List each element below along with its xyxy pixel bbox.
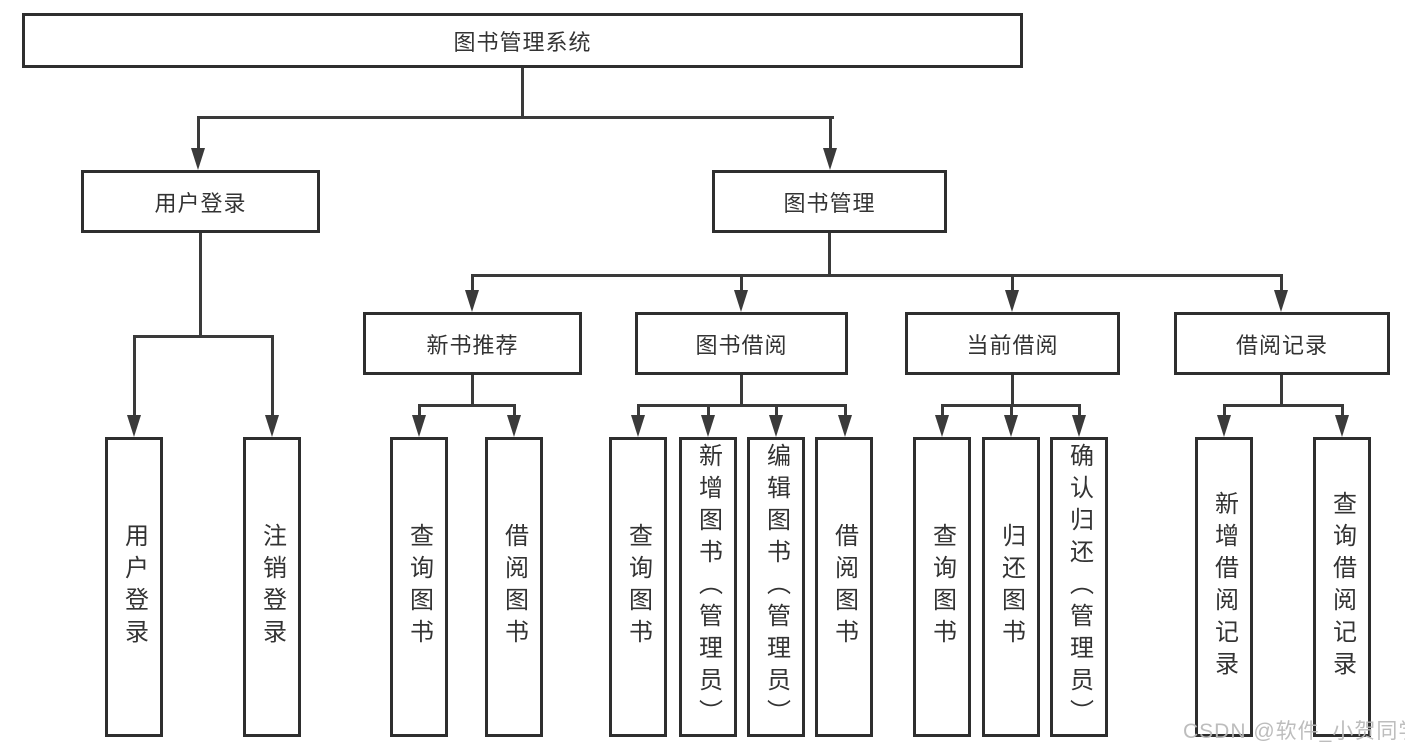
connector-line xyxy=(637,404,847,407)
arrowhead-icon xyxy=(935,415,949,437)
arrowhead-icon xyxy=(1005,290,1019,312)
connector-line xyxy=(133,335,136,417)
arrowhead-icon xyxy=(412,415,426,437)
node-label: 借阅图书 xyxy=(830,523,858,651)
connector-line xyxy=(1223,404,1344,407)
node-label: 当前借阅 xyxy=(966,332,1059,358)
leaf-add-borrow-record: 新增借阅记录 xyxy=(1195,437,1253,737)
arrowhead-icon xyxy=(1335,415,1349,437)
connector-line xyxy=(740,375,743,407)
node-borrowing-records: 借阅记录 xyxy=(1174,312,1390,375)
arrowhead-icon xyxy=(1004,415,1018,437)
arrowhead-icon xyxy=(127,415,141,437)
connector-line xyxy=(271,335,274,417)
arrowhead-icon xyxy=(769,415,783,437)
csdn-watermark: CSDN @软件_小贺同学 xyxy=(1183,720,1405,743)
leaf-borrow-books: 借阅图书 xyxy=(815,437,873,737)
leaf-query-books-borrowing: 查询图书 xyxy=(609,437,667,737)
connector-line xyxy=(1280,274,1283,292)
connector-line xyxy=(1011,375,1014,407)
arrowhead-icon xyxy=(507,415,521,437)
node-library-management-system: 图书管理系统 xyxy=(22,13,1023,68)
leaf-query-books-recommend: 查询图书 xyxy=(390,437,448,737)
connector-line xyxy=(637,404,640,417)
arrowhead-icon xyxy=(191,148,205,170)
arrowhead-icon xyxy=(838,415,852,437)
node-label: 编辑图书（管理员） xyxy=(762,443,790,731)
connector-line xyxy=(418,404,421,417)
connector-line xyxy=(1341,404,1344,417)
connector-line xyxy=(471,274,474,292)
leaf-query-borrow-record: 查询借阅记录 xyxy=(1313,437,1371,737)
node-label: 新书推荐 xyxy=(426,332,519,358)
connector-line xyxy=(1011,274,1014,292)
connector-line xyxy=(829,116,832,150)
node-label: 借阅图书 xyxy=(500,523,528,651)
leaf-confirm-return-admin: 确认归还（管理员） xyxy=(1050,437,1108,737)
arrowhead-icon xyxy=(701,415,715,437)
leaf-add-books-admin: 新增图书（管理员） xyxy=(679,437,737,737)
leaf-return-books: 归还图书 xyxy=(982,437,1040,737)
node-label: 用户登录 xyxy=(154,190,247,216)
node-user-login: 用户登录 xyxy=(81,170,320,233)
arrowhead-icon xyxy=(823,148,837,170)
node-label: 查询图书 xyxy=(928,523,956,651)
connector-line xyxy=(513,404,516,417)
connector-line xyxy=(775,404,778,417)
arrowhead-icon xyxy=(1274,290,1288,312)
arrowhead-icon xyxy=(1072,415,1086,437)
connector-line xyxy=(1280,375,1283,407)
node-label: 归还图书 xyxy=(997,523,1025,651)
connector-line xyxy=(941,404,944,417)
connector-line xyxy=(521,68,524,118)
arrowhead-icon xyxy=(734,290,748,312)
node-label: 图书管理系统 xyxy=(453,29,592,55)
leaf-edit-books-admin: 编辑图书（管理员） xyxy=(747,437,805,737)
connector-line xyxy=(1223,404,1226,417)
connector-line xyxy=(471,375,474,407)
arrowhead-icon xyxy=(1217,415,1231,437)
leaf-user-login: 用户登录 xyxy=(105,437,163,737)
arrowhead-icon xyxy=(465,290,479,312)
node-label: 确认归还（管理员） xyxy=(1065,443,1093,731)
connector-line xyxy=(1078,404,1081,417)
arrowhead-icon xyxy=(265,415,279,437)
node-label: 图书借阅 xyxy=(695,332,788,358)
node-label: 新增图书（管理员） xyxy=(694,443,722,731)
node-label: 用户登录 xyxy=(120,523,148,651)
arrowhead-icon xyxy=(631,415,645,437)
connector-line xyxy=(197,116,834,119)
connector-line xyxy=(418,404,516,407)
leaf-logout: 注销登录 xyxy=(243,437,301,737)
node-label: 新增借阅记录 xyxy=(1210,491,1238,683)
node-current-borrowing: 当前借阅 xyxy=(905,312,1120,375)
node-book-management: 图书管理 xyxy=(712,170,947,233)
node-book-borrowing: 图书借阅 xyxy=(635,312,848,375)
node-new-book-recommendation: 新书推荐 xyxy=(363,312,582,375)
node-label: 借阅记录 xyxy=(1235,332,1328,358)
node-label: 查询借阅记录 xyxy=(1328,491,1356,683)
leaf-borrow-books-recommend: 借阅图书 xyxy=(485,437,543,737)
node-label: 查询图书 xyxy=(624,523,652,651)
connector-line xyxy=(471,274,1283,277)
connector-line xyxy=(199,233,202,338)
node-label: 注销登录 xyxy=(258,523,286,651)
connector-line xyxy=(844,404,847,417)
node-label: 查询图书 xyxy=(405,523,433,651)
node-label: 图书管理 xyxy=(783,190,876,216)
connector-line xyxy=(740,274,743,292)
connector-line xyxy=(1010,404,1013,417)
connector-line xyxy=(133,335,274,338)
connector-line xyxy=(197,116,200,150)
connector-line xyxy=(828,233,831,277)
leaf-query-books-current: 查询图书 xyxy=(913,437,971,737)
connector-line xyxy=(707,404,710,417)
